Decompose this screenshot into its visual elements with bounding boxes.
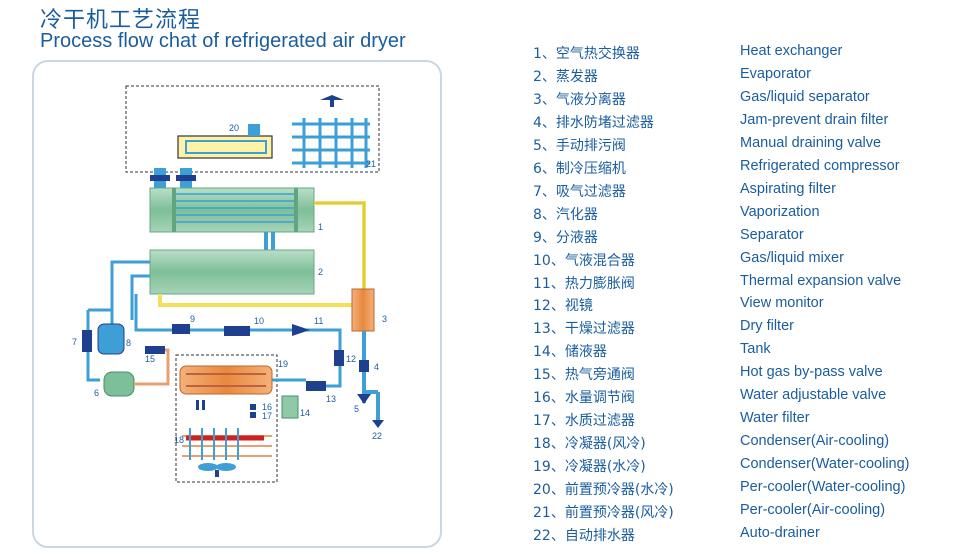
label-14: 14 [300,408,310,418]
legend-item-chinese: 16、水量调节阀 [533,390,635,407]
label-17: 17 [262,411,272,421]
legend-item-english: Auto-drainer [740,524,820,541]
gas-liquid-mixer [224,326,250,336]
legend-item-english: Hot gas by-pass valve [740,364,883,381]
legend-item-chinese: 14、储液器 [533,344,607,361]
separator-9 [172,324,190,334]
view-monitor [334,350,344,366]
legend-item-chinese: 17、水质过滤器 [533,413,635,430]
label-16: 16 [262,402,272,412]
manual-drain-valve [357,394,371,404]
legend-item-english: Jam-prevent drain filter [740,111,889,128]
aspirating-filter [82,330,92,352]
legend-item-chinese: 3、气液分离器 [533,91,626,108]
legend-item-english: Water filter [740,410,810,427]
legend-item-english: Dry filter [740,318,794,335]
vaporizer [97,323,125,355]
legend-item-chinese: 13、干燥过滤器 [533,321,635,338]
label-9: 9 [190,314,195,324]
legend-item-chinese: 12、视镜 [533,298,593,315]
label-22: 22 [372,431,382,441]
water-adjustable-valve [250,404,256,410]
label-3: 3 [382,314,387,324]
auto-drainer [372,420,384,428]
legend-item-chinese: 2、蒸发器 [533,68,598,85]
legend-item-english: Tank [740,341,771,358]
thermal-expansion-valve [292,324,310,336]
label-1: 1 [318,222,323,232]
legend-item-chinese: 18、冷凝器(风冷) [533,436,646,453]
dry-filter [306,381,326,391]
legend-item-chinese: 5、手动排污阀 [533,137,626,154]
legend-item-chinese: 20、前置预冷器(水冷) [533,482,674,499]
legend-item-english: Refrigerated compressor [740,157,900,174]
jam-prevent-filter [359,360,369,372]
legend-item-chinese: 21、前置预冷器(风冷) [533,505,674,521]
condenser-fan-icon [198,463,236,477]
legend-item-english: Gas/liquid mixer [740,249,844,266]
legend-item-english: Separator [740,226,804,243]
legend-item-english: Heat exchanger [740,43,843,59]
legend-item-english: Aspirating filter [740,180,836,197]
label-18: 18 [174,435,184,445]
legend-item-english: Vaporization [740,203,820,220]
label-11: 11 [314,316,323,326]
legend-item-chinese: 9、分液器 [533,229,598,246]
label-21: 21 [366,159,376,169]
label-10: 10 [254,316,264,326]
heat-exchanger [149,187,315,233]
precooler-water-unit [177,135,273,159]
tank [281,395,299,419]
label-19: 19 [278,359,288,369]
legend-item-chinese: 19、冷凝器(水冷) [533,459,646,476]
legend-item-english: Per-cooler(Air-cooling) [740,502,886,518]
legend-item-english: Condenser(Water-cooling) [740,456,910,473]
legend-item-english: Gas/liquid separator [740,88,870,105]
refrigerated-compressor [103,371,135,397]
precooler-dashed-box [125,85,380,173]
label-7: 7 [72,337,77,347]
legend-item-english: Evaporator [740,65,811,82]
condenser-water-cooling [179,365,273,395]
legend-item-chinese: 22、自动排水器 [533,527,635,544]
legend-item-english: Thermal expansion valve [740,272,902,289]
legend-item-chinese: 15、热气旁通阀 [533,367,635,384]
label-6: 6 [94,388,99,398]
water-filter [250,412,256,418]
legend-item-chinese: 4、排水防堵过滤器 [533,114,654,131]
label-12: 12 [346,354,356,364]
legend-item-chinese: 11、热力膨胀阀 [533,275,635,292]
label-15: 15 [145,354,155,364]
page-title-chinese: 冷干机工艺流程 [40,8,202,33]
legend-item-chinese: 8、汽化器 [533,206,598,223]
legend-item-english: Per-cooler(Water-cooling) [740,479,906,496]
label-5: 5 [354,404,359,414]
label-20: 20 [229,123,239,133]
label-8: 8 [126,338,131,348]
label-13: 13 [326,394,336,404]
condenser-air-cooling [182,428,272,460]
hot-gas-bypass-valve [145,346,165,354]
label-2: 2 [318,267,323,277]
legend-item-chinese: 10、气液混合器 [533,252,635,269]
gas-liquid-separator [351,288,375,332]
precooler-air-coil [292,118,370,168]
legend-item-chinese: 6、制冷压缩机 [533,160,626,177]
legend-item-english: Manual draining valve [740,134,882,151]
legend-item-chinese: 1、空气热交换器 [533,46,640,62]
evaporator [149,249,315,295]
legend-item-english: View monitor [740,295,824,312]
legend-item-english: Condenser(Air-cooling) [740,433,890,450]
condenser-dashed-box [175,354,278,483]
legend-item-chinese: 7、吸气过滤器 [533,183,626,200]
label-4: 4 [374,362,379,372]
legend-item-english: Water adjustable valve [740,387,887,404]
page-title-english: Process flow chat of refrigerated air dr… [40,30,406,52]
